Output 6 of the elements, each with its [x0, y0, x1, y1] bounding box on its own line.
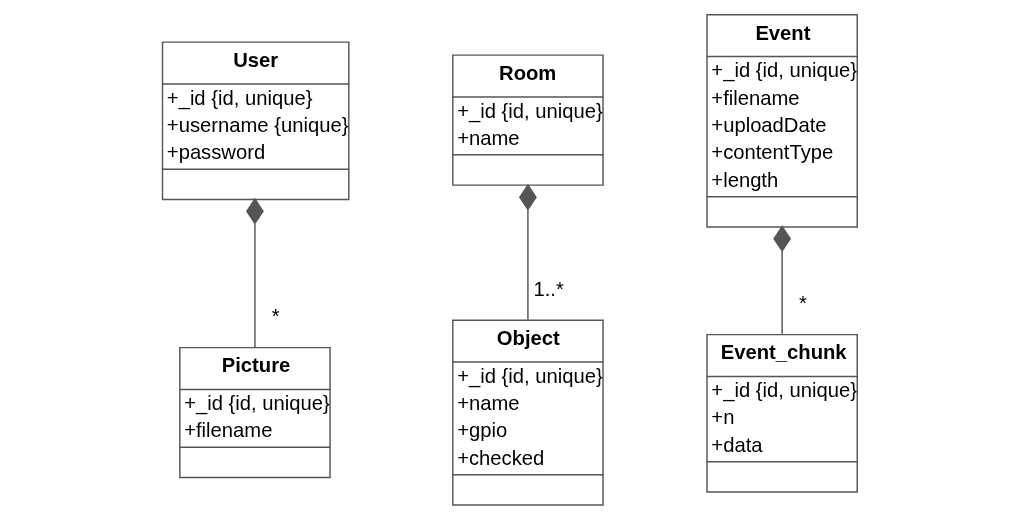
connector [518, 183, 537, 321]
edge-label: 1..* [532, 277, 564, 300]
connector [772, 225, 791, 335]
edge-label: * [798, 291, 807, 314]
edge-label: * [271, 305, 280, 328]
connector [245, 197, 264, 349]
